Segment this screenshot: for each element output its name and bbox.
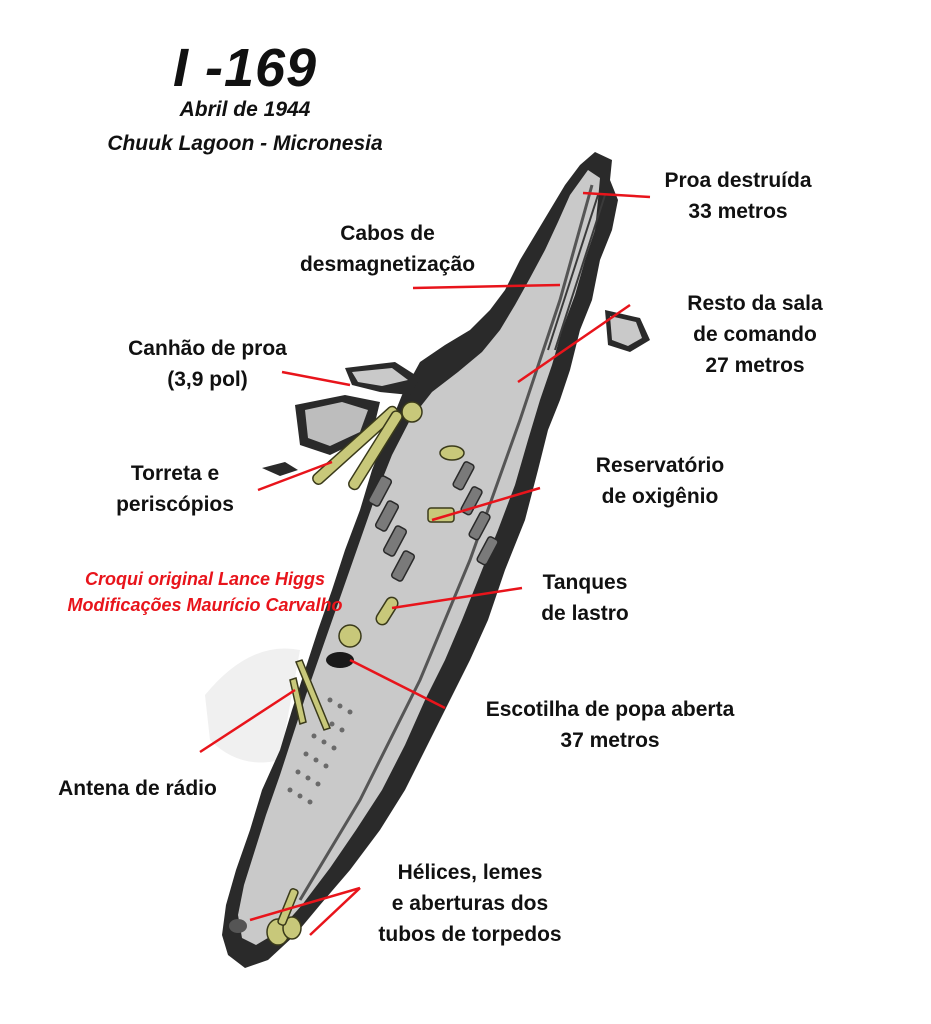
debris-bow-right-inner (610, 316, 642, 346)
pointer-cabos (412, 283, 561, 290)
label-oxigenio-line2: de oxigênio (601, 485, 719, 508)
label-sala-line1: Resto da sala (687, 292, 823, 315)
pointer-tanques (391, 586, 523, 610)
label-helices-line2: e aberturas dos (391, 892, 549, 915)
label-torreta-line1: Torreta e (130, 462, 220, 485)
deck-grating (287, 697, 353, 805)
label-cabos: Cabos de desmagnetização (280, 218, 495, 280)
aft-hatch (338, 624, 362, 648)
label-sala-line2: de comando (693, 323, 817, 346)
label-cabos-line1: Cabos de (340, 222, 435, 245)
label-canhao: Canhão de proa (3,9 pol) (100, 333, 315, 395)
label-oxigenio-line1: Reservatório (595, 454, 725, 477)
pointer-sala (517, 303, 631, 384)
label-sala-line3: 27 metros (705, 354, 805, 377)
hull-spine (298, 184, 594, 901)
diagram-title: I -169 (172, 38, 318, 98)
periscope-2 (348, 410, 403, 491)
label-proa: Proa destruída 33 metros (638, 165, 838, 227)
torpedo-tube-opening (229, 919, 247, 933)
label-torreta-line2: periscópios (116, 493, 234, 516)
aft-hatch-opening (326, 652, 354, 668)
label-tanques-line1: Tanques (542, 571, 628, 594)
label-torreta: Torreta e periscópios (100, 458, 250, 520)
radio-antenna (295, 659, 331, 731)
label-proa-line2: 33 metros (688, 200, 788, 223)
label-escotilha-line2: 37 metros (560, 729, 660, 752)
bow-gun (401, 401, 423, 423)
pointer-lines (199, 191, 651, 936)
credit-line2: Modificações Maurício Carvalho (67, 595, 343, 615)
subtitle-location: Chuuk Lagoon - Micronesia (107, 132, 383, 155)
label-tanques-line2: de lastro (541, 602, 629, 625)
label-proa-line1: Proa destruída (664, 169, 812, 192)
label-helices-line1: Hélices, lemes (397, 861, 543, 884)
label-canhao-line1: Canhão de proa (128, 337, 287, 360)
label-antena: Antena de rádio (30, 773, 245, 804)
debris-tower-inner (305, 402, 368, 446)
ballast-tanks (367, 461, 499, 582)
credit-line1: Croqui original Lance Higgs (84, 569, 326, 589)
pointer-escotilha (349, 658, 446, 710)
debris-small (262, 462, 298, 476)
label-tanques: Tanques de lastro (520, 567, 650, 629)
label-escotilha: Escotilha de popa aberta 37 metros (445, 694, 775, 756)
label-canhao-line2: (3,9 pol) (167, 368, 248, 391)
pointer-torreta (257, 460, 333, 492)
debris-left-inner (352, 368, 408, 386)
pointer-proa (582, 191, 651, 199)
pointer-antena (199, 688, 296, 754)
degaussing-cables (547, 194, 606, 351)
label-helices-line3: tubos de torpedos (378, 923, 562, 946)
periscope-1 (312, 405, 399, 485)
ballast-cylinder (375, 596, 399, 626)
hull-body (238, 170, 600, 945)
label-helices: Hélices, lemes e aberturas dos tubos de … (350, 857, 590, 950)
label-cabos-line2: desmagnetização (299, 253, 476, 276)
pointer-helices-1 (249, 886, 361, 922)
credits: Croqui original Lance Higgs Modificações… (30, 566, 380, 618)
label-escotilha-line1: Escotilha de popa aberta (485, 698, 735, 721)
subtitle-date: Abril de 1944 (179, 98, 311, 121)
pointer-helices-2 (309, 887, 361, 936)
label-sala: Resto da sala de comando 27 metros (660, 288, 850, 381)
forward-hatch (439, 445, 465, 461)
label-antena-line1: Antena de rádio (58, 777, 217, 800)
label-oxigenio: Reservatório de oxigênio (570, 450, 750, 512)
propeller-2 (282, 916, 302, 940)
pointer-canhao (281, 370, 351, 387)
pointer-oxigenio (431, 486, 541, 522)
